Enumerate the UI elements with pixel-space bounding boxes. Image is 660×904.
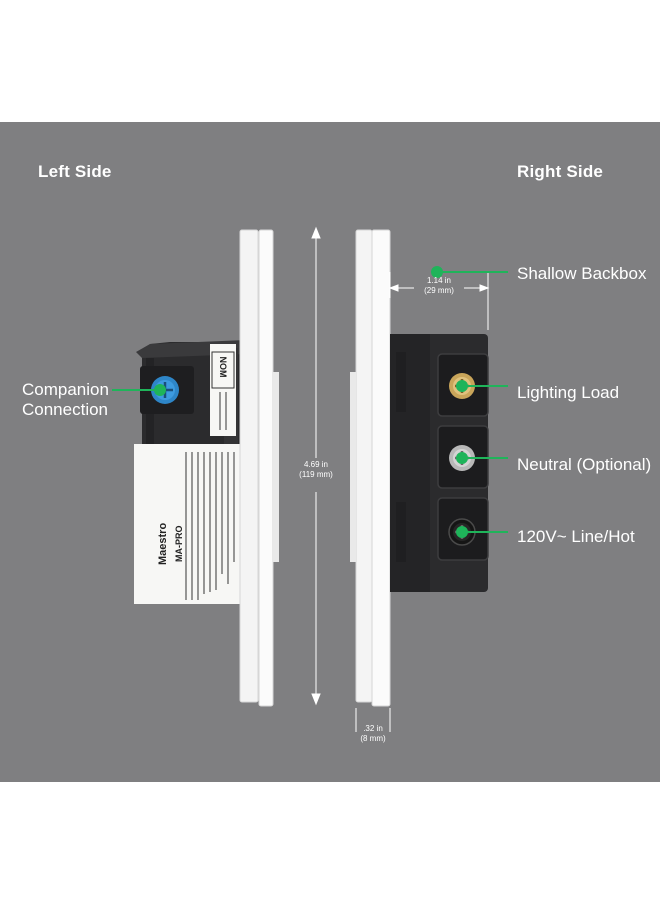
- lighting-load-leader: [456, 380, 508, 392]
- left-side-title: Left Side: [38, 162, 112, 181]
- right-device: [350, 229, 489, 707]
- shallow-backbox-callout: Shallow Backbox: [517, 264, 647, 283]
- left-device: [134, 229, 279, 707]
- neutral-callout: Neutral (Optional): [517, 455, 652, 474]
- backbox-leader: [431, 266, 508, 278]
- neutral-leader: [456, 452, 508, 464]
- device-brand: Maestro: [157, 522, 169, 565]
- height-dimension-line: [311, 226, 321, 706]
- thickness-dimension-line: [355, 708, 391, 732]
- dimmer-illustration: [112, 226, 508, 732]
- product-diagram-panel: Left Side Right Side: [0, 122, 660, 782]
- right-side-title: Right Side: [517, 162, 604, 181]
- thickness-dimension-label: .32 in (8 mm): [360, 724, 386, 743]
- lighting-load-callout: Lighting Load: [517, 383, 620, 402]
- device-sticker: [134, 444, 246, 604]
- depth-dimension-label: 1.14 in (29 mm): [424, 276, 454, 295]
- companion-connection-callout: Companion Connection: [22, 380, 109, 419]
- depth-dimension-line: [388, 272, 490, 330]
- line-hot-leader: [456, 526, 508, 538]
- device-model: MA-PRO: [174, 525, 184, 563]
- line-hot-callout: 120V~ Line/Hot: [517, 527, 635, 546]
- companion-leader: [112, 384, 166, 396]
- device-cert-mark: NOM: [218, 356, 228, 378]
- height-dimension-label: 4.69 in (119 mm): [299, 460, 333, 479]
